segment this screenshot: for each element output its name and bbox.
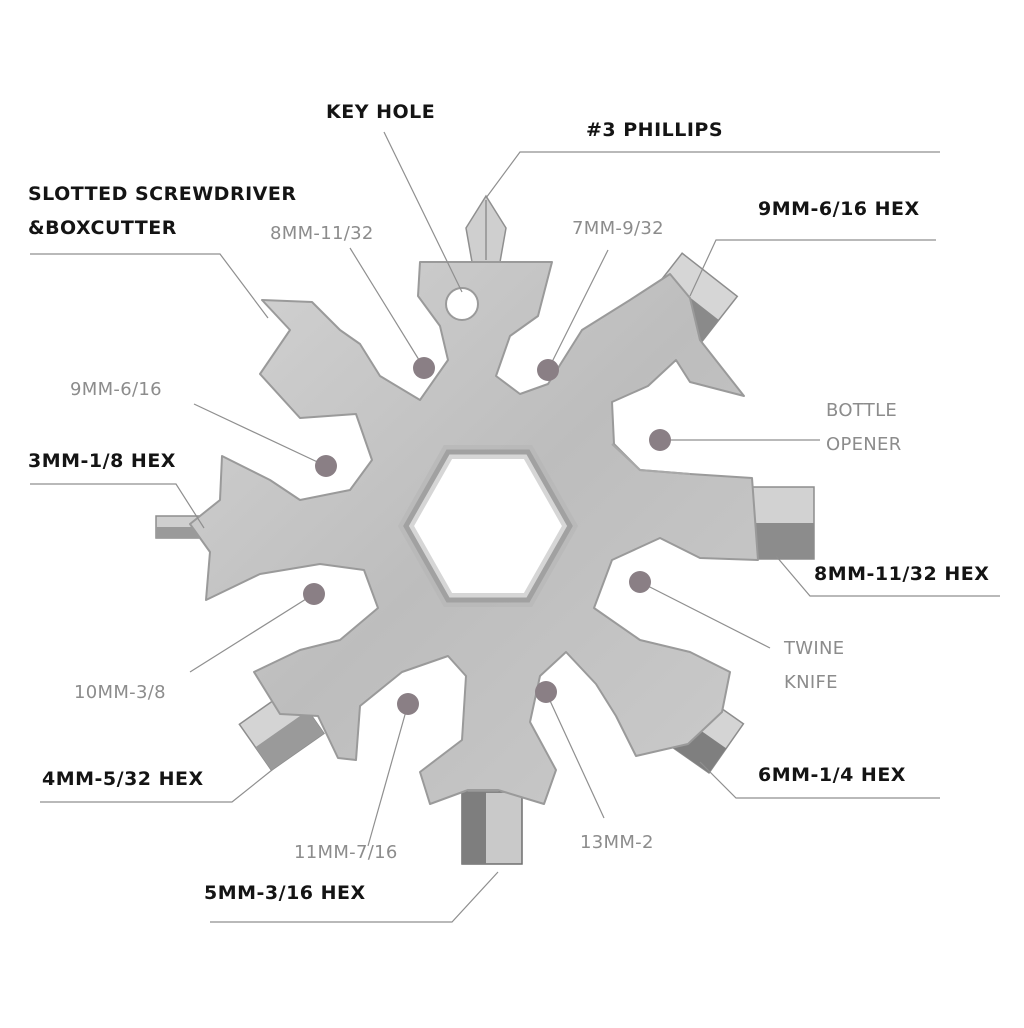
dot-11mm <box>397 693 419 715</box>
label-hex-9mm: 9MM-6/16 HEX <box>758 198 920 220</box>
label-hex-6mm: 6MM-1/4 HEX <box>758 764 906 786</box>
label-slotted-screwdriver: SLOTTED SCREWDRIVER &BOXCUTTER <box>28 183 297 239</box>
label-phillips: #3 PHILLIPS <box>586 119 724 141</box>
label-wrench-8mm: 8MM-11/32 <box>270 223 374 244</box>
hex-bit-8mm <box>751 486 815 560</box>
label-hex-8mm: 8MM-11/32 HEX <box>814 563 990 585</box>
label-wrench-11mm: 11MM-7/16 <box>294 842 398 863</box>
label-bottle-opener: BOTTLE OPENER <box>826 400 902 455</box>
label-twine-knife: TWINE KNIFE <box>784 638 845 693</box>
label-wrench-9mm: 9MM-6/16 <box>70 379 162 400</box>
dot-10mm <box>303 583 325 605</box>
key-hole <box>445 287 479 321</box>
dot-bottle <box>649 429 671 451</box>
dot-7mm <box>537 359 559 381</box>
dot-13mm <box>535 681 557 703</box>
marker-dots <box>303 357 671 715</box>
label-hex-3mm: 3MM-1/8 HEX <box>28 450 176 472</box>
label-wrench-7mm: 7MM-9/32 <box>572 218 664 239</box>
hex-bit-5mm <box>461 791 523 865</box>
leader-lines <box>30 131 1000 923</box>
dot-twine <box>629 571 651 593</box>
label-hex-5mm: 5MM-3/16 HEX <box>204 882 366 904</box>
dot-8mm <box>413 357 435 379</box>
label-hex-4mm: 4MM-5/32 HEX <box>42 768 204 790</box>
label-key-hole: KEY HOLE <box>326 101 436 123</box>
label-wrench-10mm: 10MM-3/8 <box>74 682 166 703</box>
dot-9mm <box>315 455 337 477</box>
label-wrench-13mm: 13MM-2 <box>580 832 654 853</box>
